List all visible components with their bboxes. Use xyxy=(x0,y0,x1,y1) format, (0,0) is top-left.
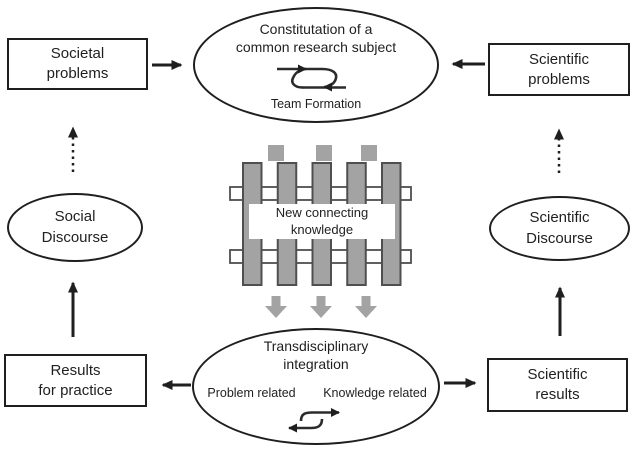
knowledge-related-label: Knowledge related xyxy=(323,386,427,400)
scientific-discourse-ellipse: Scientific Discourse xyxy=(489,196,630,261)
constitution-ellipse: Constitutation of a common research subj… xyxy=(193,7,439,123)
flow-down-arrow xyxy=(310,296,332,318)
results-for-practice-box: Results for practice xyxy=(4,354,147,407)
results-for-practice-label: Results for practice xyxy=(38,361,113,399)
flow-down-arrow xyxy=(265,296,287,318)
scientific-results-label: Scientific results xyxy=(527,366,588,403)
social-discourse-label: Social Discourse xyxy=(41,208,109,246)
constitution-title: Constitutation of a common research subj… xyxy=(235,21,397,56)
knowledge-input-square xyxy=(316,145,332,161)
social-discourse-ellipse: Social Discourse xyxy=(7,193,143,262)
integration-ellipse: Transdisciplinary integration Problem re… xyxy=(192,328,440,445)
knowledge-input-square xyxy=(268,145,284,161)
societal-problems-label: Societal problems xyxy=(46,45,109,82)
societal-problems-box: Societal problems xyxy=(7,38,148,90)
knowledge-input-square xyxy=(361,145,377,161)
problem-related-label: Problem related xyxy=(207,386,296,400)
horizontal-strand xyxy=(229,186,412,201)
integration-title: Transdisciplinary integration xyxy=(263,338,369,373)
scientific-problems-box: Scientific problems xyxy=(488,43,630,96)
weave-label: New connecting knowledge xyxy=(249,204,395,239)
scientific-problems-label: Scientific problems xyxy=(528,50,590,88)
scientific-discourse-label: Scientific Discourse xyxy=(526,209,593,247)
scientific-results-box: Scientific results xyxy=(487,358,628,412)
flow-down-arrow xyxy=(355,296,377,318)
team-formation-label: Team Formation xyxy=(270,97,362,111)
horizontal-strand xyxy=(229,249,412,264)
